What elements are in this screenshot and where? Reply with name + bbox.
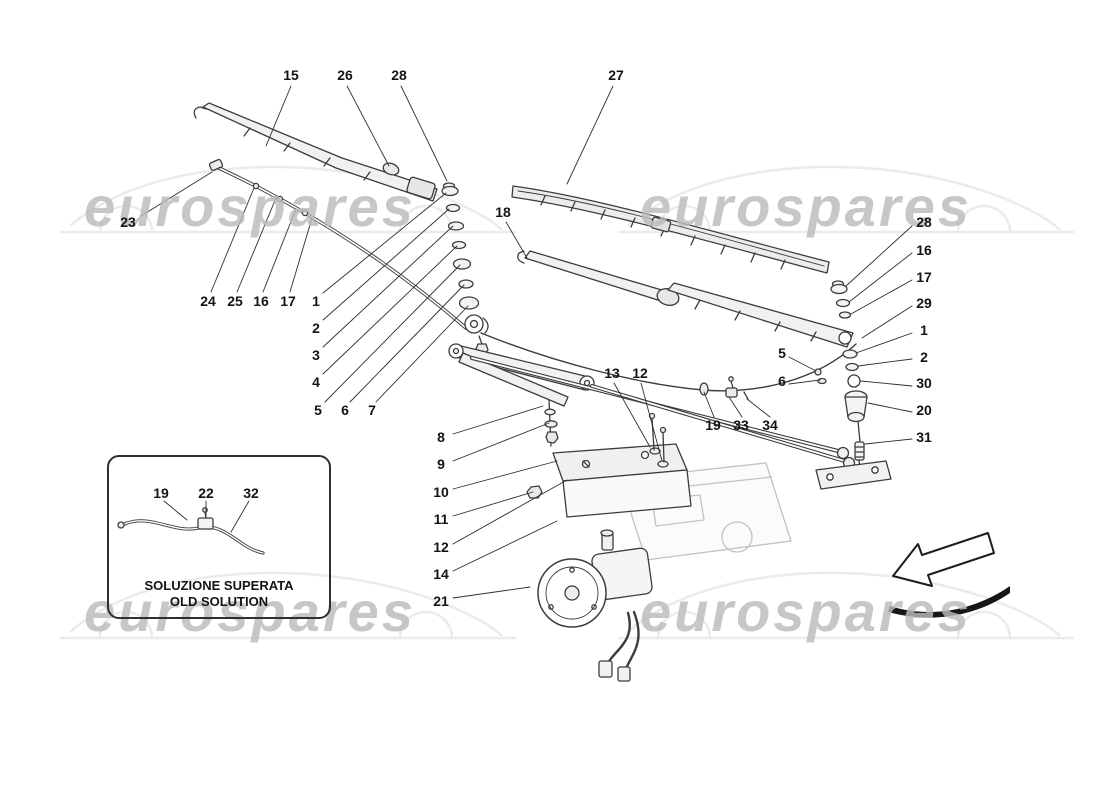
part-label-16: 16 [916, 242, 932, 258]
part-label-33: 33 [733, 417, 749, 433]
part-label-28: 28 [916, 214, 932, 230]
part-label-2: 2 [920, 349, 928, 365]
part-label-2: 2 [312, 320, 320, 336]
part-label-30: 30 [916, 375, 932, 391]
inset-caption: SOLUZIONE SUPERATA OLD SOLUTION [109, 578, 329, 610]
part-label-14: 14 [433, 566, 449, 582]
part-label-11: 11 [433, 511, 449, 527]
part-label-25: 25 [227, 293, 243, 309]
part-label-13: 13 [604, 365, 620, 381]
mount-plate-right [815, 460, 892, 490]
part-label-17: 17 [280, 293, 296, 309]
part-label-12: 12 [433, 539, 449, 555]
part-label-20: 20 [916, 402, 932, 418]
wiper-rod-drawing [208, 158, 468, 330]
inset-caption-line2: OLD SOLUTION [169, 594, 269, 609]
part-label-1: 1 [312, 293, 320, 309]
part-label-3: 3 [312, 347, 320, 363]
linkage-rods-drawing [470, 356, 856, 470]
inset-hose-drawing [117, 507, 265, 555]
part-label-17: 17 [916, 269, 932, 285]
part-label-1: 1 [920, 322, 928, 338]
part-label-5: 5 [314, 402, 322, 418]
wiper-motor-drawing [537, 529, 653, 682]
old-solution-inset-box: SOLUZIONE SUPERATA OLD SOLUTION [107, 455, 331, 619]
part-label-6: 6 [778, 373, 786, 389]
part-label-29: 29 [916, 295, 932, 311]
part-label-24: 24 [200, 293, 216, 309]
part-label-21: 21 [433, 593, 449, 609]
part-label-23: 23 [120, 214, 136, 230]
part-label-19: 19 [153, 485, 169, 501]
part-label-28: 28 [391, 67, 407, 83]
washer-hose-drawing [480, 332, 857, 400]
part-label-5: 5 [778, 345, 786, 361]
motor-bracket-drawing [526, 412, 692, 518]
part-label-19: 19 [705, 417, 721, 433]
part-label-27: 27 [608, 67, 624, 83]
part-label-12: 12 [632, 365, 648, 381]
part-label-31: 31 [916, 429, 932, 445]
part-label-18: 18 [495, 204, 511, 220]
part-label-8: 8 [437, 429, 445, 445]
part-label-4: 4 [312, 374, 320, 390]
part-label-34: 34 [762, 417, 778, 433]
part-label-32: 32 [243, 485, 259, 501]
wiper-blade-drawing [511, 185, 830, 274]
direction-arrow [888, 532, 1010, 618]
part-label-10: 10 [433, 484, 449, 500]
leader-lines [140, 85, 913, 599]
part-label-6: 6 [341, 402, 349, 418]
part-label-15: 15 [283, 67, 299, 83]
wiper-arm-left-drawing [193, 102, 438, 202]
part-label-16: 16 [253, 293, 269, 309]
part-label-22: 22 [198, 485, 214, 501]
part-label-7: 7 [368, 402, 376, 418]
inset-caption-line1: SOLUZIONE SUPERATA [144, 578, 294, 593]
wiper-arm-right-drawing [517, 250, 854, 385]
part-label-26: 26 [337, 67, 353, 83]
part-label-9: 9 [437, 456, 445, 472]
